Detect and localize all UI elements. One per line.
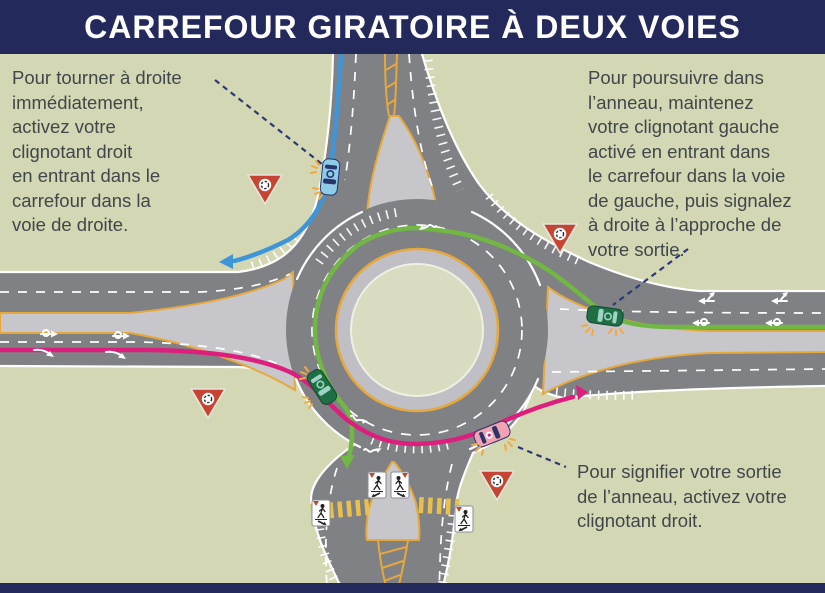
- blinker-flash: [312, 187, 323, 200]
- lane-use-arrows: [33, 224, 788, 453]
- pink-car: [473, 420, 511, 448]
- lane-arrow-fork-icon: [698, 292, 715, 305]
- roundabout-yield-sign: [247, 174, 283, 205]
- title-bar: CARREFOUR GIRATOIRE À DEUX VOIES: [0, 0, 825, 54]
- vehicles: [299, 158, 624, 456]
- continue-ring-arrowhead: [340, 455, 355, 469]
- exit-ring-arrowhead: [576, 385, 588, 400]
- lane-arrow-loop-icon: [765, 318, 783, 327]
- pedestrian-crossing-sign: [367, 471, 387, 499]
- lane-arrow-curve-icon: [105, 350, 126, 359]
- pedestrian-crossing-sign: [454, 505, 474, 533]
- blinker-flash: [608, 328, 624, 336]
- west-median-island: [0, 269, 297, 392]
- annotation-exit-ring: Pour signifier votre sortie de l’anneau,…: [577, 461, 787, 531]
- direction-squiggle-icon: [419, 224, 437, 230]
- central-island: [350, 263, 484, 397]
- blinker-flash: [504, 438, 516, 451]
- lane-arrow-fork-icon: [771, 292, 788, 305]
- blinker-flash: [471, 443, 484, 456]
- green-car-in-ring: [306, 369, 338, 405]
- blue-car: [319, 158, 341, 196]
- lane-arrow-loop-icon: [692, 318, 710, 327]
- roundabout-yield-sign: [542, 223, 578, 254]
- annotation-continue-ring: Pour poursuivre dans l’anneau, maintenez…: [588, 67, 792, 260]
- page-title: CARREFOUR GIRATOIRE À DEUX VOIES: [84, 8, 741, 45]
- signs: [190, 174, 578, 533]
- blinker-flash: [581, 324, 594, 336]
- roundabout-yield-sign: [190, 388, 226, 419]
- chevron-combs: [250, 59, 641, 593]
- lane-arrow-loop-icon: [40, 329, 58, 338]
- right-turn-path: [231, 53, 344, 264]
- blinker-flash: [302, 396, 313, 409]
- callout-lines: [214, 79, 689, 469]
- lane-arrow-curve-icon: [33, 348, 54, 357]
- crosswalk-right: [418, 497, 460, 515]
- callout-line-right-turn: [214, 79, 328, 169]
- callout-line-exit: [517, 445, 567, 469]
- blinker-flash: [310, 160, 320, 174]
- median-islands: [0, 115, 825, 541]
- annotation-right-turn: Pour tourner à droite immédiatement, act…: [12, 67, 182, 235]
- pedestrian-crossing-sign: [311, 499, 331, 527]
- lane-dividers: [0, 53, 825, 593]
- lane-arrow-loop-icon: [112, 331, 130, 340]
- bottom-bar: [0, 583, 825, 593]
- roundabout-ring: [286, 199, 548, 461]
- direction-squiggle-icon: [350, 414, 368, 424]
- green-car: [586, 305, 624, 327]
- direction-squiggle-icon: [363, 448, 382, 453]
- roundabout-yield-sign: [479, 470, 515, 501]
- blinker-flash: [299, 366, 309, 380]
- right-turn-arrowhead: [219, 254, 233, 269]
- pedestrian-crossing-sign: [390, 471, 410, 499]
